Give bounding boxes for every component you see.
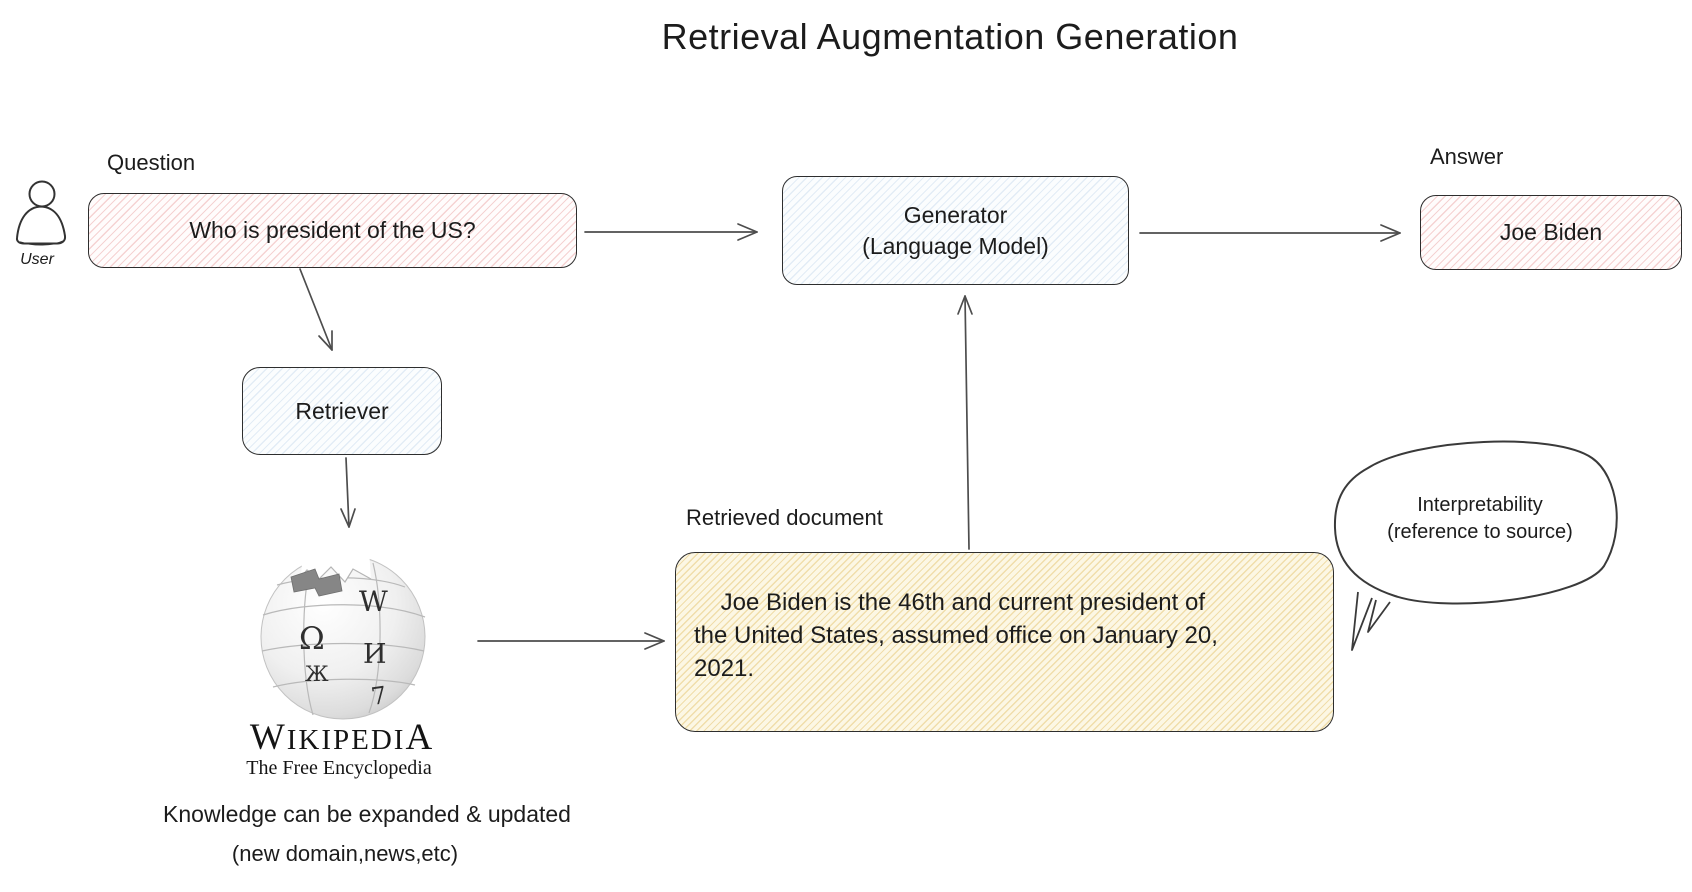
wikipedia-wordmark: WIKIPEDIA [250,716,434,759]
globe-glyph-i: И [363,639,387,670]
retriever-text: Retriever [295,397,389,424]
diagram-title: Retrieval Augmentation Generation [661,16,1239,57]
knowledge-note-line1: Knowledge can be expanded & updated [163,801,571,827]
globe-glyph-zhe: Ж [305,662,329,686]
arrow-generator-to-answer [1139,224,1401,242]
retrieved-document-label: Retrieved document [686,505,883,530]
user-label: User [20,251,54,268]
question-label: Question [107,150,196,175]
retrieved-document-text: Joe Biden is the 46th and current presid… [694,589,1218,682]
question-box: Who is president of the US? [88,193,577,268]
generator-box: Generator (Language Model) [782,176,1129,285]
user-icon [15,180,67,246]
answer-label: Answer [1430,144,1504,169]
globe-glyph-seven: 7 [369,681,388,711]
arrow-document-to-generator [957,295,973,550]
wordmark-mid: IKIPEDI [286,724,406,756]
bubble-tail-icon [1351,591,1373,651]
knowledge-note-line2: (new domain,news,etc) [231,841,459,866]
retrieved-document-box [675,552,1334,732]
wordmark-w: W [249,717,287,758]
arrow-question-to-generator [584,223,758,241]
globe-glyph-w: W [359,585,388,618]
arrow-wikipedia-to-document [477,632,665,650]
answer-text: Joe Biden [1499,219,1603,245]
retriever-box: Retriever [242,367,442,455]
generator-subtitle: (Language Model) [862,232,1049,259]
arrow-retriever-to-wikipedia [340,457,356,528]
answer-box: Joe Biden [1420,195,1682,270]
wordmark-a: A [405,717,435,758]
interpretability-bubble [1333,440,1618,651]
generator-title: Generator [903,201,1008,228]
arrow-question-to-retriever [299,268,333,351]
interpretability-text: Interpretability (reference to source) [1352,492,1608,546]
wikipedia-globe-icon: W Ω И Ж 7 [260,549,426,720]
globe-glyph-omega: Ω [299,621,325,657]
interpretability-line2: (reference to source) [1387,521,1573,543]
wikipedia-tagline: The Free Encyclopedia [246,757,432,779]
interpretability-line1: Interpretability [1417,494,1543,516]
question-text: Who is president of the US? [189,217,476,243]
